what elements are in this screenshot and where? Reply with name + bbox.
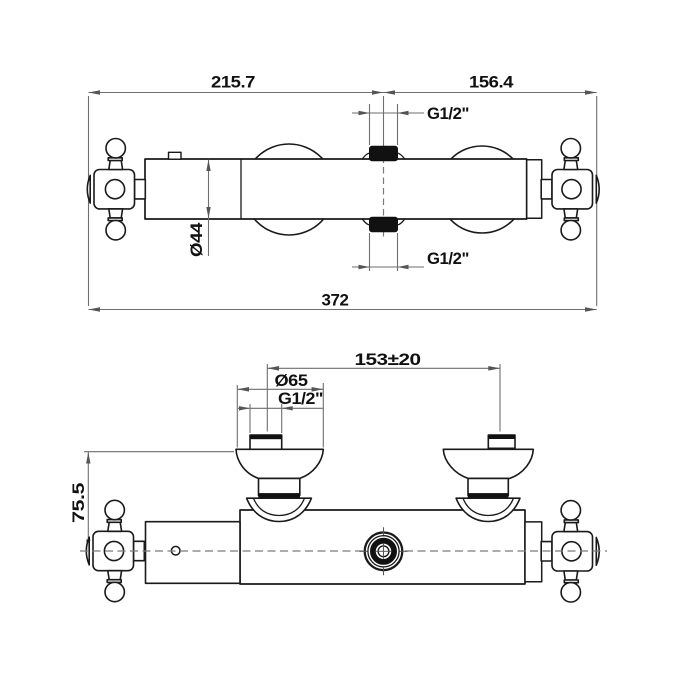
body-end-flange <box>525 159 543 219</box>
cross-handle-left-top-view <box>86 137 147 241</box>
mixer-body-top-view <box>144 158 528 220</box>
dim-label-body-diameter: Ø44 <box>188 222 206 257</box>
elbow-right <box>455 497 521 523</box>
union-nut-left <box>257 477 301 497</box>
wall-connection-right <box>442 434 535 523</box>
dim-label-left-span: 215.7 <box>211 74 255 92</box>
lower-g12-fitting <box>361 216 406 233</box>
dim-label-connection-thread: G1/2" <box>278 390 323 408</box>
escutcheon-bell-right <box>442 448 535 480</box>
top-view-dimension-lines <box>87 90 598 312</box>
elbow-left <box>245 497 313 523</box>
body-diameter-dimension <box>206 159 211 256</box>
hose-outlet <box>359 527 408 576</box>
body-right-flange <box>524 521 543 583</box>
front-view: 153±20 Ø65 G1/2" 75.5 <box>70 351 607 603</box>
wall-connection-left <box>235 434 325 523</box>
dim-label-outlet-height: 75.5 <box>70 483 88 523</box>
body-left-section <box>144 520 241 585</box>
dim-label-upper-connection: G1/2" <box>427 105 469 123</box>
top-view: 215.7 156.4 G1/2" G1/2" 372 Ø44 <box>86 74 601 312</box>
cross-handle-right-top-view <box>540 137 601 241</box>
body-button-tab <box>167 151 182 160</box>
dim-label-right-span: 156.4 <box>469 74 514 92</box>
dim-label-escutcheon-diameter: Ø65 <box>275 372 308 390</box>
dim-label-connection-centers: 153±20 <box>355 351 421 369</box>
escutcheon-bell-left <box>235 448 325 480</box>
dim-label-lower-connection: G1/2" <box>427 250 469 268</box>
dim-label-overall-length: 372 <box>322 292 349 310</box>
upper-g12-fitting <box>361 145 406 162</box>
union-nut-right <box>467 477 510 497</box>
